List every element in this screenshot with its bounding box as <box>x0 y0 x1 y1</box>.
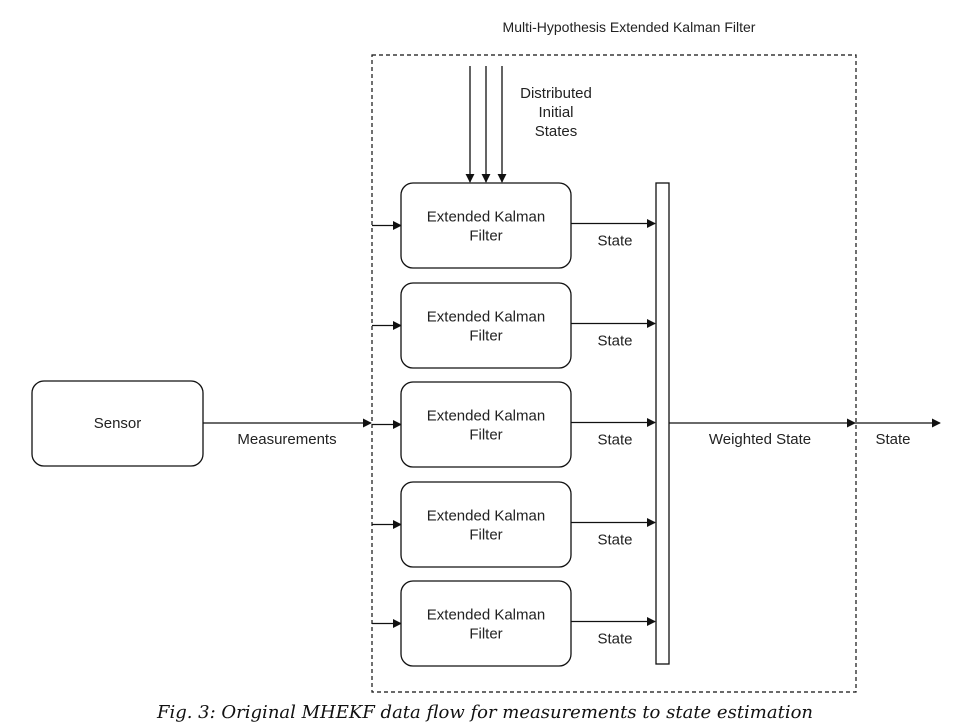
ekf-label-line-2: Filter <box>469 328 502 345</box>
measurements-label: Measurements <box>237 431 336 448</box>
ekf-label-line-2: Filter <box>469 527 502 544</box>
figure-caption: Fig. 3: Original MHEKF data flow for mea… <box>156 702 813 723</box>
weighted-state-label: Weighted State <box>709 431 811 448</box>
ekf-box <box>400 580 572 667</box>
ekf-label-line-2: Filter <box>469 228 502 245</box>
weighting-bar <box>655 182 670 665</box>
initial-states-line-3: States <box>535 123 578 140</box>
initial-states-label: Distributed Initial States <box>520 85 592 140</box>
initial-states-line-2: Initial <box>538 104 573 121</box>
ekf-label-line-1: Extended Kalman <box>427 408 545 425</box>
initial-states-line-1: Distributed <box>520 85 592 102</box>
ekf-label-line-2: Filter <box>469 626 502 643</box>
ekf-state-label: State <box>597 432 632 449</box>
ekf-state-label: State <box>597 233 632 250</box>
ekf-state-label: State <box>597 333 632 350</box>
initial-state-arrows <box>465 66 507 183</box>
ekf-box <box>400 282 572 369</box>
ekf-label-line-1: Extended Kalman <box>427 209 545 226</box>
ekf-box <box>400 381 572 468</box>
ekf-box <box>400 481 572 568</box>
ekf-label-line-1: Extended Kalman <box>427 508 545 525</box>
ekf-label-line-2: Filter <box>469 427 502 444</box>
mhekf-container <box>371 54 857 693</box>
ekf-label-line-1: Extended Kalman <box>427 607 545 624</box>
diagram-title: Multi-Hypothesis Extended Kalman Filter <box>503 19 756 35</box>
final-state-label: State <box>875 431 910 448</box>
ekf-state-label: State <box>597 532 632 549</box>
ekf-box <box>400 182 572 269</box>
ekf-state-label: State <box>597 631 632 648</box>
sensor-label: Sensor <box>94 415 142 432</box>
ekf-label-line-1: Extended Kalman <box>427 309 545 326</box>
